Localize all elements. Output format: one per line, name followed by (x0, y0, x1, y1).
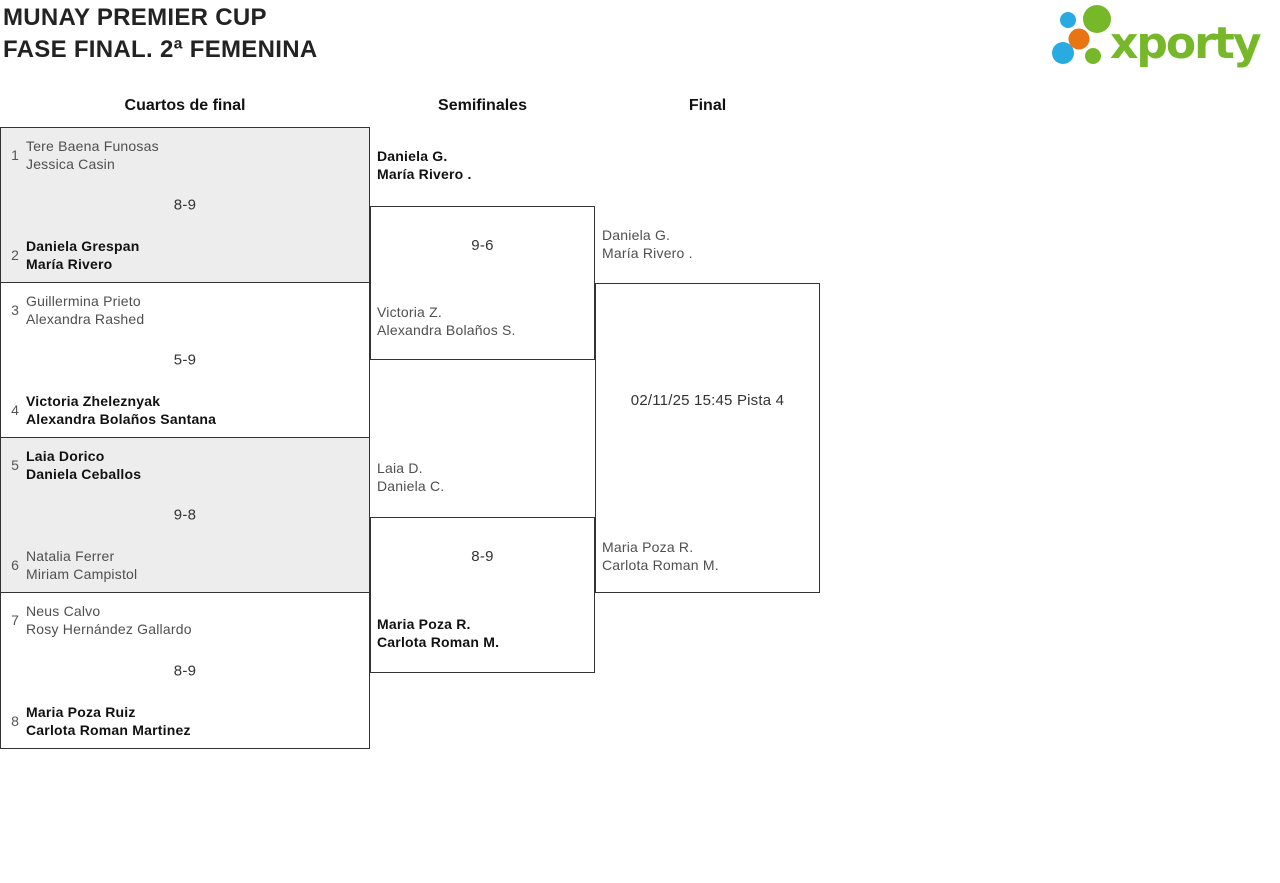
semifinal-match-1: 9-6 (370, 206, 595, 360)
match-score: 8-9 (471, 548, 494, 565)
player-name: Daniela G. (377, 148, 448, 164)
player-name: Guillermina Prieto (26, 293, 141, 309)
xporty-logo: xporty (1052, 5, 1263, 69)
match-schedule: 02/11/25 15:45 Pista 4 (630, 392, 785, 409)
semifinal-match-2: 8-9 (370, 517, 595, 673)
team-slot: 2 Daniela Grespan María Rivero (7, 237, 140, 273)
player-name: Alexandra Bolaños Santana (26, 411, 217, 427)
player-name: Maria Poza R. (377, 616, 471, 632)
player-name: Tere Baena Funosas (26, 138, 159, 154)
final-match: 02/11/25 15:45 Pista 4 (595, 283, 820, 593)
player-name: Carlota Roman Martinez (26, 722, 191, 738)
column-header-quarterfinals: Cuartos de final (124, 97, 246, 114)
team-names: Guillermina Prieto Alexandra Rashed (26, 292, 144, 328)
team-slot: 6 Natalia Ferrer Miriam Campistol (7, 547, 137, 583)
seed-number: 6 (11, 557, 19, 573)
team-slot: 8 Maria Poza Ruiz Carlota Roman Martinez (7, 703, 191, 739)
final-team-top: Daniela G. María Rivero . (602, 226, 693, 262)
player-name: María Rivero . (602, 245, 693, 261)
logo-dots-icon (1052, 5, 1111, 64)
quarterfinal-match-4: 7 Neus Calvo Rosy Hernández Gallardo 8-9… (0, 592, 370, 749)
match-score: 5-9 (173, 351, 197, 369)
seed-number: 8 (11, 713, 19, 729)
team-slot: 4 Victoria Zheleznyak Alexandra Bolaños … (7, 392, 216, 428)
quarterfinal-match-1: 1 Tere Baena Funosas Jessica Casin 8-9 2… (0, 127, 370, 283)
player-name: Daniela C. (377, 478, 445, 494)
player-name: Carlota Roman M. (602, 557, 719, 573)
player-name: Laia Dorico (26, 448, 105, 464)
quarterfinal-match-3: 5 Laia Dorico Daniela Ceballos 9-8 6 Nat… (0, 437, 370, 593)
player-name: María Rivero (26, 256, 113, 272)
team-names: Daniela Grespan María Rivero (26, 237, 140, 273)
seed-number: 7 (11, 612, 19, 628)
team-names: Tere Baena Funosas Jessica Casin (26, 137, 159, 173)
team-names: Victoria Zheleznyak Alexandra Bolaños Sa… (26, 392, 216, 428)
seed-number: 2 (11, 247, 19, 263)
seed-number: 1 (11, 147, 19, 163)
team-names: Natalia Ferrer Miriam Campistol (26, 547, 137, 583)
page-title: MUNAY PREMIER CUP FASE FINAL. 2ª FEMENIN… (3, 2, 317, 66)
player-name: Daniela G. (602, 227, 671, 243)
player-name: Miriam Campistol (26, 566, 138, 582)
phase-category: FASE FINAL. 2ª FEMENINA (3, 36, 318, 63)
tournament-name: MUNAY PREMIER CUP (3, 4, 267, 31)
player-name: Maria Poza Ruiz (26, 704, 136, 720)
player-name: Jessica Casin (26, 156, 115, 172)
team-names: Maria Poza Ruiz Carlota Roman Martinez (26, 703, 191, 739)
semifinal2-team-top: Laia D. Daniela C. (377, 459, 444, 495)
player-name: Victoria Zheleznyak (26, 393, 161, 409)
team-slot: 3 Guillermina Prieto Alexandra Rashed (7, 292, 144, 328)
match-score: 8-9 (173, 662, 197, 679)
semifinal1-team-bottom: Victoria Z. Alexandra Bolaños S. (377, 303, 516, 339)
player-name: Rosy Hernández Gallardo (26, 621, 192, 637)
team-slot: 1 Tere Baena Funosas Jessica Casin (7, 137, 159, 173)
semifinal1-team-top: Daniela G. María Rivero . (377, 147, 472, 183)
team-slot: 5 Laia Dorico Daniela Ceballos (7, 447, 141, 483)
team-names: Laia Dorico Daniela Ceballos (26, 447, 141, 483)
semifinal2-team-bottom: Maria Poza R. Carlota Roman M. (377, 615, 499, 651)
player-name: María Rivero . (377, 166, 472, 182)
player-name: Laia D. (377, 460, 423, 476)
player-name: Carlota Roman M. (377, 634, 500, 650)
match-score: 9-8 (173, 506, 197, 524)
player-name: Alexandra Rashed (26, 311, 145, 327)
player-name: Daniela Grespan (26, 238, 140, 254)
quarterfinal-match-2: 3 Guillermina Prieto Alexandra Rashed 5-… (0, 282, 370, 438)
seed-number: 4 (11, 402, 19, 418)
player-name: Neus Calvo (26, 603, 101, 619)
player-name: Maria Poza R. (602, 539, 694, 555)
team-names: Neus Calvo Rosy Hernández Gallardo (26, 602, 192, 638)
logo-wordmark: xporty (1110, 18, 1261, 69)
match-score: 9-6 (471, 237, 494, 254)
player-name: Daniela Ceballos (26, 466, 142, 482)
seed-number: 5 (11, 457, 19, 473)
player-name: Victoria Z. (377, 304, 442, 320)
player-name: Alexandra Bolaños S. (377, 322, 516, 338)
column-header-semifinals: Semifinales (438, 97, 527, 114)
seed-number: 3 (11, 302, 19, 318)
match-score: 8-9 (173, 196, 197, 214)
player-name: Natalia Ferrer (26, 548, 115, 564)
column-header-final: Final (688, 97, 727, 114)
team-slot: 7 Neus Calvo Rosy Hernández Gallardo (7, 602, 192, 638)
final-team-bottom: Maria Poza R. Carlota Roman M. (602, 538, 719, 574)
